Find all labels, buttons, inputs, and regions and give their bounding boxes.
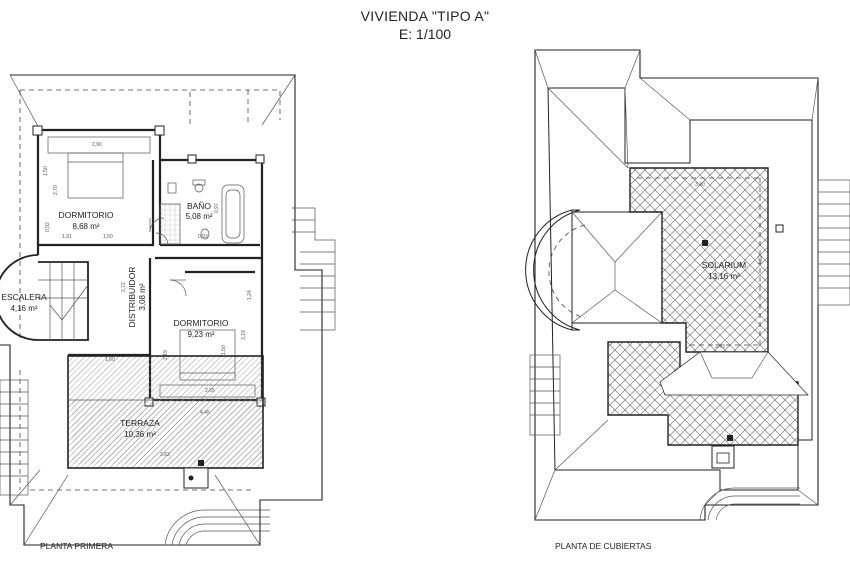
terrace-vent [727, 435, 733, 441]
room-label-solarium: SOLARIUM [702, 260, 746, 270]
roof-round-tower [525, 209, 586, 331]
roof-curved-stairs [699, 487, 800, 521]
svg-text:3,19: 3,19 [241, 330, 247, 340]
room-label-distribuidor: DISTRIBUIDOR [127, 267, 137, 328]
svg-text:2,90: 2,90 [92, 142, 102, 148]
svg-text:3,40: 3,40 [695, 182, 705, 188]
room-label-terraza: TERRAZA [120, 418, 160, 428]
room-label-dormitorio-2: DORMITORIO [173, 318, 228, 328]
svg-text:3,63: 3,63 [160, 452, 170, 458]
first-floor-dimensions: 2,90 1,50 2,70 0,92 1,91 1,50 0,93 2,72 … [43, 142, 253, 458]
staircase [0, 254, 89, 341]
svg-text:1,60: 1,60 [105, 357, 115, 363]
svg-text:4,02: 4,02 [758, 255, 764, 265]
terrace-drain [183, 460, 209, 489]
first-floor-eave-outline [0, 74, 323, 546]
roof-hip-lines [9, 74, 296, 546]
room-area-bano: 5,08 m² [185, 212, 212, 221]
svg-text:1,50: 1,50 [43, 166, 49, 176]
bed-dormitorio-1 [67, 152, 124, 199]
svg-text:0,97: 0,97 [214, 203, 220, 213]
room-label-bano: BAÑO [187, 201, 211, 211]
svg-text:0,92: 0,92 [45, 222, 51, 232]
exterior-stairs-left [0, 379, 29, 496]
roof-exterior-stairs-left [529, 354, 561, 436]
exterior-stairs-right [292, 207, 336, 331]
solarium-vent [702, 240, 708, 246]
svg-text:1,24: 1,24 [247, 290, 253, 300]
roof-ridge-lines [534, 49, 819, 521]
door-swings [149, 217, 187, 297]
roof-drain-box [711, 445, 735, 469]
roof-inner-hip [571, 211, 663, 324]
drawing-scale: E: 1/100 [398, 26, 452, 42]
svg-text:4,45: 4,45 [200, 410, 210, 416]
room-area-distribuidor: 3,08 m² [138, 283, 147, 310]
roof-exterior-stairs-right [817, 179, 850, 306]
room-area-solarium: 13,16 m² [708, 272, 740, 281]
room-area-dormitorio-2: 9,23 m² [187, 330, 214, 339]
bathroom-fixtures [159, 179, 245, 245]
svg-text:1,91: 1,91 [62, 234, 72, 240]
room-area-terraza: 10,36 m² [124, 430, 156, 439]
first-floor-plan: 2,90 1,50 2,70 0,92 1,91 1,50 0,93 2,72 … [0, 74, 336, 551]
drawing-title: VIVIENDA "TIPO A" [360, 8, 490, 24]
exterior-curved-stairs [164, 509, 270, 546]
svg-text:3,43: 3,43 [715, 344, 725, 350]
caption-planta-de-cubiertas: PLANTA DE CUBIERTAS [555, 541, 652, 551]
room-label-escalera: ESCALERA [1, 292, 47, 302]
solarium-paving [629, 167, 769, 353]
room-area-escalera: 4,16 m² [10, 304, 37, 313]
svg-text:2,72: 2,72 [121, 282, 127, 292]
roof-plan: 3,40 3,43 4,02 SOLARIUM 13,16 m² PLANTA … [525, 49, 850, 551]
svg-text:1,50: 1,50 [221, 345, 227, 355]
chimney-mark [775, 224, 784, 233]
solarium-dashed-outline [637, 177, 761, 346]
room-area-dormitorio-1: 8,68 m² [72, 222, 99, 231]
room-label-dormitorio-1: DORMITORIO [58, 210, 113, 220]
roof-inner-outline [547, 87, 813, 491]
caption-planta-primera: PLANTA PRIMERA [40, 541, 113, 551]
svg-text:2,70: 2,70 [53, 185, 59, 195]
roof-dimensions: 3,40 3,43 4,02 [695, 182, 764, 350]
svg-text:0,93: 0,93 [198, 234, 208, 240]
svg-text:1,50: 1,50 [103, 234, 113, 240]
svg-text:2,19: 2,19 [163, 350, 169, 360]
svg-text:2,65: 2,65 [205, 388, 215, 394]
